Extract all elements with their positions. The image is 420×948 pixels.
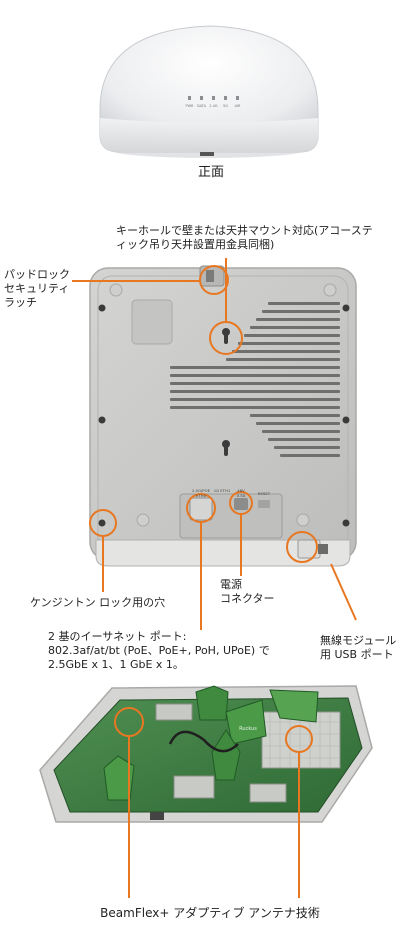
led-label-data: DATA (197, 104, 207, 108)
status-led-row (188, 96, 239, 100)
port-label-eth1: 1G ETH1 (214, 488, 231, 493)
front-caption: 正面 (197, 165, 224, 180)
internal-leader-lines (128, 736, 300, 898)
keyhole-slots (222, 328, 230, 456)
led-label-pwr: PWR (185, 104, 194, 108)
callout-padlock-latch: パッドロック セキュリティ ラッチ (4, 268, 70, 309)
callout-keyhole: キーホールで壁または天井マウント対応(アコースティック吊り天井設置用金具同梱) (116, 224, 373, 251)
callout-kensington-lock: ケンジントン ロック用の穴 (30, 596, 166, 609)
port-label-dc: 48V (237, 488, 245, 493)
led-label-24g: 2.4G (209, 104, 218, 108)
front-view-device (99, 25, 319, 158)
callout-ethernet-ports: 2 基のイーサネット ポート: 802.3af/at/bt (PoE、PoE+,… (48, 630, 270, 671)
corner-screws (98, 304, 350, 527)
port-label-dc: 0.5A (237, 493, 246, 498)
callout-usb-port: 無線モジュール 用 USB ポート (320, 634, 397, 661)
callout-power-connector: 電源 コネクター (220, 578, 275, 605)
internal-view-device (39, 685, 373, 823)
back-view-device (89, 265, 357, 567)
callout-leader-lines (72, 258, 357, 630)
port-label-eth0: ETH0 (196, 493, 207, 498)
board-brand-label: Ruckus (239, 726, 257, 732)
led-label-air: AIR (235, 104, 241, 108)
led-label-5g: 5G (223, 104, 228, 108)
ventilation-slots (170, 302, 340, 457)
internal-caption: BeamFlex+ アダプティブ アンテナ技術 (100, 906, 320, 920)
port-label-reset: RESET (258, 491, 271, 496)
port-label-eth0: 2.5G/POE (192, 488, 211, 493)
